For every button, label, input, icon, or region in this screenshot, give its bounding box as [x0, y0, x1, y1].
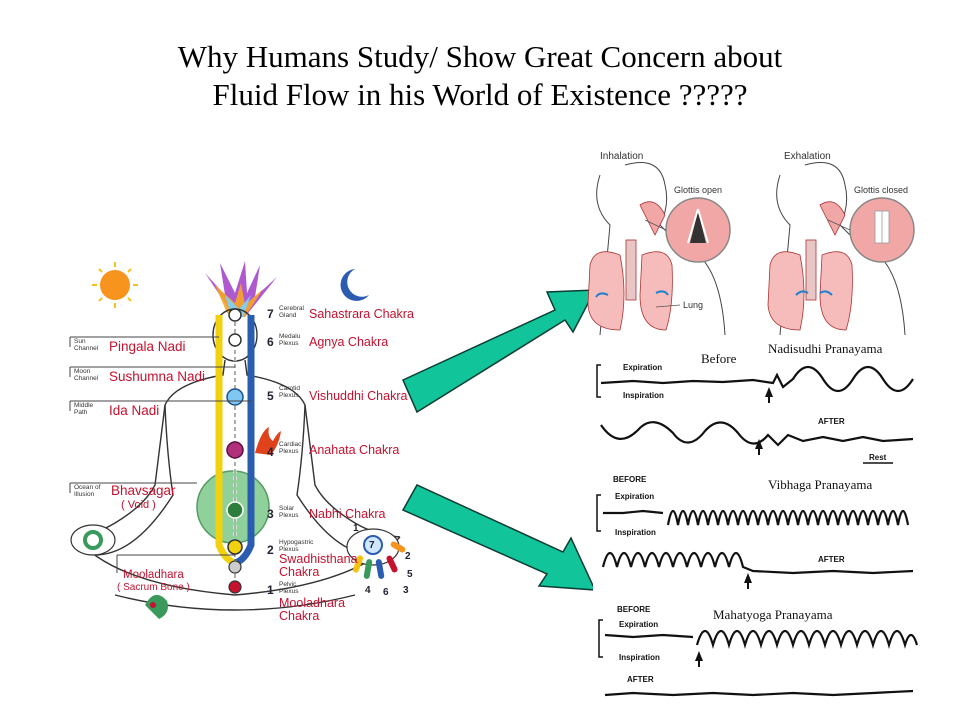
chakra-number-1: 1	[267, 583, 274, 597]
inspiration-label-2: Inspiration	[615, 528, 656, 537]
expiration-label-1: Expiration	[623, 363, 663, 372]
before-caps-label-1: BEFORE	[613, 475, 647, 484]
chakra-label-nabhi: Nabhi Chakra	[309, 507, 386, 521]
rest-label: Rest	[869, 453, 887, 462]
vibhaga-label: Vibhaga Pranayama	[768, 477, 873, 492]
chakra-label-anahata: Anahata Chakra	[309, 443, 400, 457]
inspiration-label-1: Inspiration	[623, 391, 664, 400]
pranayama-waveforms: Before Nadisudhi Pranayama Expiration In…	[593, 335, 923, 720]
breathing-illustration	[587, 162, 915, 336]
finger-number-7: 7	[369, 540, 375, 551]
trace-mahatyoga-after	[604, 689, 914, 697]
nadi-channel-illusion: Ocean of Illusion	[74, 484, 101, 498]
nadi-channel-sun: Sun Channel	[74, 338, 99, 352]
arrow-up-right	[402, 289, 597, 414]
nabhi-point	[226, 501, 244, 519]
title-line-2: Fluid Flow in his World of Existence ???…	[212, 77, 748, 112]
title-line-1: Why Humans Study/ Show Great Concern abo…	[177, 39, 783, 74]
after-label-2: AFTER	[818, 555, 845, 564]
trace-vibhaga-before	[603, 509, 910, 526]
trace-vibhaga-after	[601, 551, 914, 575]
plexus-label-3: Solar Plexus	[279, 505, 299, 519]
chakra-label-mooladhara: Mooladhara Chakra	[279, 596, 346, 623]
expiration-label-3: Expiration	[619, 620, 659, 629]
chakra-number-7: 7	[267, 307, 274, 321]
chakra-number-3: 3	[267, 507, 274, 521]
plexus-label-6: Medalu Plexus	[279, 333, 301, 347]
plexus-label-1: Pelvic Plexus	[279, 581, 299, 595]
sacrum-bone-label: ( Sacrum Bone )	[117, 582, 190, 593]
plexus-label-2: Hypogastric Plexus	[279, 539, 314, 553]
inspiration-label-3: Inspiration	[619, 653, 660, 662]
finger-number-2: 2	[405, 551, 411, 562]
finger-number-4: 4	[365, 585, 371, 596]
mooladhara-left-label: Mooladhara	[123, 569, 184, 581]
anahata-point	[226, 441, 244, 459]
chakra-points	[226, 308, 244, 594]
finger-number-6: 6	[383, 587, 389, 598]
sun-icon	[92, 262, 138, 308]
exhalation-label: Exhalation	[784, 151, 831, 162]
nadi-channel-middle: Middle Path	[74, 402, 94, 416]
glottis-closed-label: Glottis closed	[854, 185, 909, 195]
after-label-3: AFTER	[627, 675, 654, 684]
moon-icon	[340, 269, 369, 301]
right-hand-icon	[346, 528, 406, 579]
plexus-label-4: Cardiac Plexus	[279, 441, 302, 455]
nadisudhi-label: Nadisudhi Pranayama	[768, 341, 883, 356]
anahata-flame-icon	[255, 427, 281, 455]
chakra-figure	[69, 261, 406, 619]
chakra-label-vishuddhi: Vishuddhi Chakra	[309, 389, 408, 403]
left-hand-icon	[70, 524, 116, 556]
nadi-channel-moon: Moon Channel	[74, 368, 99, 382]
arrows	[401, 289, 597, 591]
vishuddhi-point	[226, 388, 244, 406]
plexus-label-5: Carotid Plexus	[279, 385, 300, 399]
chakra-diagram: 7 Cerebral Gland Sahastrara Chakra 6 Med…	[55, 255, 415, 635]
finger-number-5: 5	[407, 569, 413, 580]
before-label: Before	[701, 351, 737, 366]
chakra-label-swadhisthana: Swadhisthana Chakra	[279, 552, 358, 579]
chakra-number-2: 2	[267, 543, 274, 557]
glottis-open-label: Glottis open	[674, 185, 723, 195]
finger-number-1: 1	[353, 523, 359, 534]
chakra-label-agnya: Agnya Chakra	[309, 335, 389, 349]
left-foot-icon	[145, 594, 168, 619]
before-caps-label-2: BEFORE	[617, 605, 651, 614]
trace-nadisudhi-before	[600, 365, 914, 393]
nadi-label-ida: Ida Nadi	[109, 403, 160, 418]
bhavsagar-sub-label: ( Void )	[121, 499, 156, 511]
slide-title: Why Humans Study/ Show Great Concern abo…	[0, 38, 960, 114]
kundalini-coil	[228, 560, 242, 574]
chakra-label-sahastrara: Sahastrara Chakra	[309, 307, 414, 321]
arrow-down-right	[401, 484, 597, 591]
agnya-point	[228, 333, 242, 347]
mooladhara-point	[228, 580, 242, 594]
chakra-number-5: 5	[267, 389, 274, 403]
nadi-label-sushumna: Sushumna Nadi	[109, 369, 206, 384]
swadhisthana-point	[227, 539, 243, 555]
respiration-traces	[596, 364, 919, 697]
chakra-number-6: 6	[267, 335, 274, 349]
sahastrara-point	[228, 308, 242, 322]
nadi-label-pingala: Pingala Nadi	[109, 339, 186, 354]
chakra-number-4: 4	[267, 445, 274, 459]
trace-nadisudhi-after	[600, 421, 914, 447]
after-label-1: AFTER	[818, 417, 845, 426]
expiration-label-2: Expiration	[615, 492, 655, 501]
plexus-label-7: Cerebral Gland	[279, 305, 304, 319]
breathing-figure: Inhalation Exhalation Glottis open Glott…	[570, 145, 925, 340]
finger-number-3: 3	[403, 585, 409, 596]
nadi-label-bhavsagar: Bhavsagar	[111, 483, 176, 498]
trace-mahatyoga-before	[604, 629, 919, 650]
lung-label: Lung	[683, 300, 704, 310]
mahatyoga-label: Mahatyoga Pranayama	[713, 607, 833, 622]
inhalation-label: Inhalation	[600, 151, 644, 162]
